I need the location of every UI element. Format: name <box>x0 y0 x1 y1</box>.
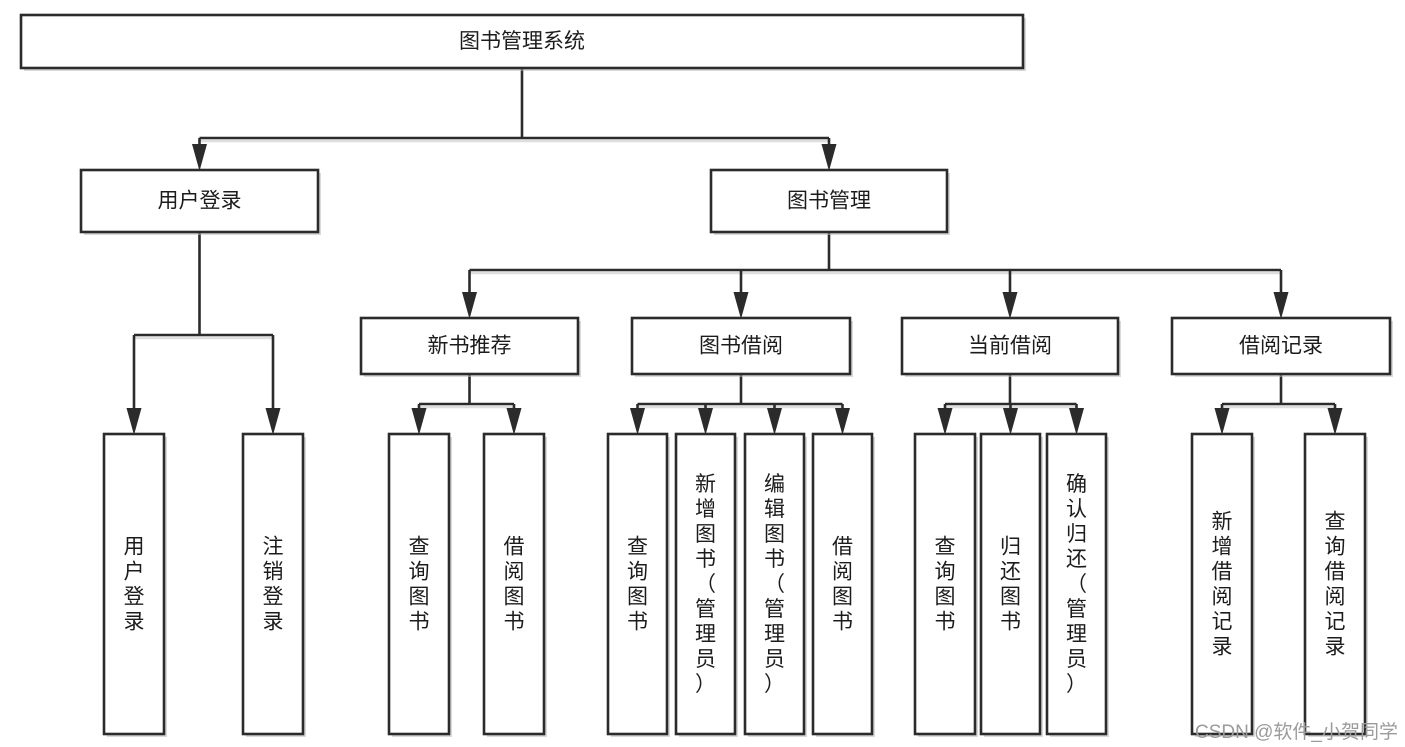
node-leaf-user-login[interactable]: 用户登录 <box>102 432 167 737</box>
node-current-borrow[interactable]: 当前借阅 <box>900 316 1121 377</box>
arrow-head-icon <box>1327 408 1343 435</box>
node-box[interactable] <box>979 432 1042 736</box>
arrow-head-icon <box>506 408 522 435</box>
node-leaf-logout[interactable]: 注销登录 <box>241 432 306 737</box>
node-label: 新增借阅记录 <box>1212 511 1233 659</box>
arrow-head-icon <box>937 408 953 435</box>
node-leaf-query-book-rec[interactable]: 查询图书 <box>387 432 452 737</box>
arrow-head-icon <box>1069 408 1084 435</box>
node-label: 借阅图书 <box>832 536 853 634</box>
node-label: 确认归还（管理员） <box>1066 473 1087 696</box>
node-leaf-query-record[interactable]: 查询借阅记录 <box>1303 432 1368 737</box>
node-box[interactable] <box>811 432 874 736</box>
arrow-head-icon <box>1003 408 1018 435</box>
node-user-login[interactable]: 用户登录 <box>79 168 321 235</box>
node-box[interactable] <box>674 432 737 736</box>
node-box[interactable] <box>387 432 451 736</box>
node-label: 借阅图书 <box>504 536 525 634</box>
node-borrow-record[interactable]: 借阅记录 <box>1170 316 1393 377</box>
connector-group-book-borrow <box>630 374 850 435</box>
node-label: 新书推荐 <box>428 335 512 358</box>
node-box[interactable] <box>1170 316 1392 376</box>
node-label: 注销登录 <box>263 536 284 634</box>
node-book-borrow[interactable]: 图书借阅 <box>630 316 853 377</box>
node-leaf-confirm-return[interactable]: 确认归还（管理员） <box>1045 432 1109 737</box>
node-label: 查询图书 <box>627 536 648 634</box>
arrow-head-icon <box>411 408 427 435</box>
node-label: 当前借阅 <box>968 335 1052 358</box>
arrow-head-icon <box>630 408 645 435</box>
node-box[interactable] <box>1045 432 1108 736</box>
arrow-head-icon <box>1214 408 1230 435</box>
arrow-head-icon <box>265 408 281 435</box>
node-label: 查询图书 <box>409 536 430 634</box>
connector-layer <box>126 68 1343 435</box>
arrow-head-icon <box>126 408 142 435</box>
node-box[interactable] <box>102 432 166 736</box>
node-label: 借阅记录 <box>1239 335 1323 358</box>
node-leaf-add-book[interactable]: 新增图书（管理员） <box>674 432 738 737</box>
arrow-head-icon <box>1002 292 1018 319</box>
node-book-manage[interactable]: 图书管理 <box>709 168 950 235</box>
node-box[interactable] <box>606 432 669 736</box>
node-root[interactable]: 图书管理系统 <box>19 13 1026 71</box>
connector-group-user-login <box>126 232 281 435</box>
node-leaf-return-book[interactable]: 归还图书 <box>979 432 1043 737</box>
node-label: 归还图书 <box>1000 536 1021 634</box>
node-box[interactable] <box>482 432 546 736</box>
node-box[interactable] <box>241 432 305 736</box>
watermark-label: CSDN @软件_小贺同学 <box>1195 721 1398 743</box>
node-leaf-borrow-book[interactable]: 借阅图书 <box>811 432 875 737</box>
arrow-head-icon <box>821 144 837 171</box>
node-box[interactable] <box>913 432 977 736</box>
node-box[interactable] <box>79 168 320 234</box>
node-label: 查询图书 <box>935 536 956 634</box>
node-leaf-query-book-borrow[interactable]: 查询图书 <box>606 432 670 737</box>
node-leaf-query-book-cur[interactable]: 查询图书 <box>913 432 978 737</box>
connector-group-book-manage <box>462 232 1289 319</box>
arrow-head-icon <box>733 292 749 319</box>
node-label: 图书管理 <box>787 190 871 213</box>
node-box[interactable] <box>359 316 580 376</box>
arrow-head-icon <box>462 292 477 319</box>
node-label: 编辑图书（管理员） <box>764 473 785 696</box>
connector-group-borrow-record <box>1214 374 1343 435</box>
arrow-head-icon <box>192 144 207 171</box>
node-new-book-rec[interactable]: 新书推荐 <box>359 316 581 377</box>
arrow-head-icon <box>1273 292 1289 319</box>
node-label: 用户登录 <box>158 190 242 213</box>
node-box[interactable] <box>900 316 1120 376</box>
node-box[interactable] <box>1303 432 1367 736</box>
node-leaf-borrow-book-rec[interactable]: 借阅图书 <box>482 432 547 737</box>
node-box[interactable] <box>1190 432 1254 736</box>
node-layer: 图书管理系统用户登录图书管理新书推荐图书借阅当前借阅借阅记录用户登录注销登录查询… <box>19 13 1393 737</box>
connector-group-new-book-rec <box>411 374 522 435</box>
node-leaf-edit-book[interactable]: 编辑图书（管理员） <box>743 432 807 737</box>
node-box[interactable] <box>709 168 949 234</box>
node-label: 图书管理系统 <box>459 30 585 53</box>
node-box[interactable] <box>630 316 852 376</box>
node-leaf-add-record[interactable]: 新增借阅记录 <box>1190 432 1255 737</box>
connector-group-current-borrow <box>937 374 1084 435</box>
arrow-head-icon <box>835 408 850 435</box>
node-label: 新增图书（管理员） <box>695 473 716 696</box>
node-box[interactable] <box>743 432 806 736</box>
node-label: 用户登录 <box>124 536 145 634</box>
arrow-head-icon <box>698 408 713 435</box>
arrow-head-icon <box>767 408 782 435</box>
node-label: 图书借阅 <box>699 335 783 358</box>
connector-group-root <box>192 68 837 171</box>
node-label: 查询借阅记录 <box>1325 511 1346 659</box>
node-box[interactable] <box>19 13 1025 70</box>
